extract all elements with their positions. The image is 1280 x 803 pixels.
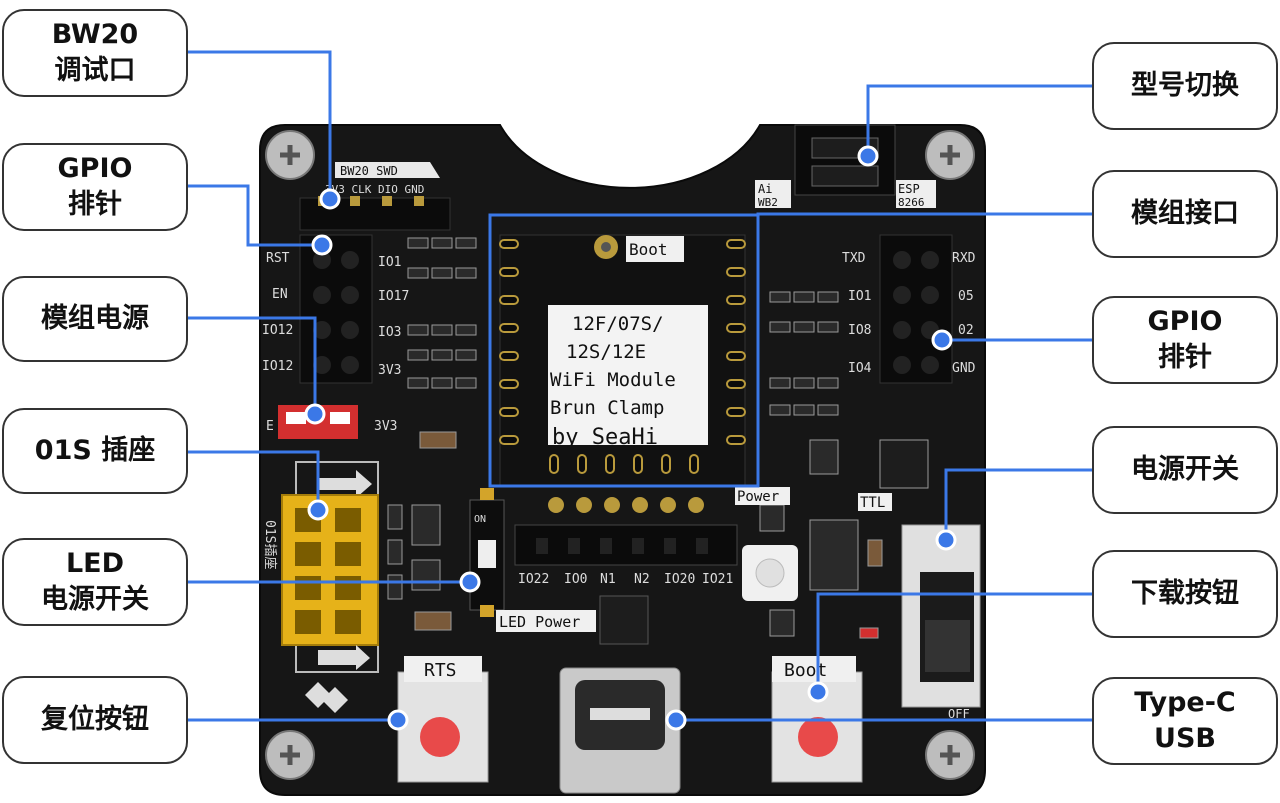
left-label-2: IO12 (262, 323, 293, 338)
callout-power-switch-line1: 电源开关 (1131, 453, 1239, 485)
led-power-label: LED Power (499, 613, 580, 631)
left-inner-label-2: IO3 (378, 325, 401, 340)
socket-01s (281, 461, 379, 673)
power-label: Power (737, 489, 779, 505)
module-text-0: 12F/07S/ (572, 313, 664, 335)
bottom-pin-0: IO22 (518, 572, 549, 587)
callout-gpio-left: GPIO 排针 (2, 143, 188, 231)
callout-power-switch: 电源开关 (1092, 426, 1278, 514)
boot-pad-label: Boot (629, 240, 668, 259)
callout-gpio-right: GPIO 排针 (1092, 296, 1278, 384)
usb-typec-port[interactable] (559, 667, 681, 794)
callout-bw20: BW20 调试口 (2, 9, 188, 97)
gpio-left-header (299, 234, 373, 384)
left-inner-label-1: IO17 (378, 289, 409, 304)
brand-logo-icon (305, 682, 348, 713)
left-label-0: RST (266, 251, 290, 266)
left-inner-label-3: 3V3 (378, 363, 401, 378)
socket-label: 01S插座 (262, 520, 277, 569)
right-inner-label-3: IO4 (848, 361, 872, 376)
jumper-left-label: E (266, 419, 274, 434)
callout-download-button: 下载按钮 (1092, 550, 1278, 638)
callout-typec-line2: USB (1154, 723, 1216, 754)
screw-icon (925, 730, 975, 780)
usb-chip (599, 595, 649, 645)
module-text-1: 12S/12E (566, 341, 646, 363)
callout-gpio-left-line2: 排针 (68, 189, 122, 220)
callout-socket-01s: 01S 插座 (2, 408, 188, 494)
module-text-4: by SeaHi (552, 425, 658, 450)
module-text-3: Brun Clamp (550, 397, 664, 419)
model-switch-jumper[interactable] (794, 124, 896, 196)
left-label-3: IO12 (262, 359, 293, 374)
right-label-3: GND (952, 361, 976, 376)
ttl-label: TTL (860, 495, 885, 511)
left-label-1: EN (272, 287, 288, 302)
callout-module-interface-line1: 模组接口 (1131, 197, 1239, 229)
bottom-pin-5: IO21 (702, 572, 733, 587)
wifi-module-socket (499, 234, 746, 486)
switch-on-label: ON (474, 514, 486, 525)
smd-components-mid (387, 504, 452, 631)
callout-led-power-line2: 电源开关 (41, 584, 149, 615)
bottom-pin-1: IO0 (564, 572, 587, 587)
callout-module-power-line1: 模组电源 (41, 302, 149, 334)
callout-gpio-left-line1: GPIO (57, 152, 133, 184)
swd-tab (335, 162, 440, 178)
screw-icon (265, 730, 315, 780)
screw-icon (925, 130, 975, 180)
bottom-pin-3: N2 (634, 572, 650, 587)
callout-model-switch-line1: 型号切换 (1131, 69, 1239, 101)
callout-dots (304, 145, 957, 731)
module-text-2: WiFi Module (550, 369, 676, 391)
model-esp-label: ESP (898, 182, 920, 196)
power-switch[interactable] (901, 524, 981, 708)
callout-typec-line1: Type-C (1134, 686, 1236, 718)
callout-model-switch: 型号切换 (1092, 42, 1278, 130)
rts-button[interactable] (397, 671, 489, 783)
swd-title: BW20 SWD (340, 164, 398, 178)
boot-button-label: Boot (784, 660, 827, 681)
model-wb-label: WB2 (758, 196, 778, 209)
gpio-bottom-header (514, 497, 738, 566)
model-8266-label: 8266 (898, 196, 925, 209)
callout-led-power: LED 电源开关 (2, 538, 188, 626)
callout-reset-button: 复位按钮 (2, 676, 188, 764)
jumper-right-label: 3V3 (374, 419, 397, 434)
right-label-1: 05 (958, 289, 974, 304)
gpio-right-header (879, 234, 953, 384)
callout-download-button-line1: 下载按钮 (1131, 577, 1239, 609)
callout-module-power: 模组电源 (2, 276, 188, 362)
model-ai-label: Ai (758, 182, 772, 196)
left-inner-label-0: IO1 (378, 255, 401, 270)
callout-lines (188, 50, 1092, 722)
swd-pins: 3V3 CLK DIO GND (325, 183, 424, 196)
rts-label: RTS (424, 660, 457, 681)
bottom-pin-2: N1 (600, 572, 616, 587)
callout-led-power-line1: LED (65, 547, 125, 579)
right-label-0: RXD (952, 251, 976, 266)
smd-components-right (759, 291, 929, 639)
right-inner-label-1: IO1 (848, 289, 871, 304)
callout-typec: Type-C USB (1092, 677, 1278, 765)
callout-bw20-line1: BW20 (51, 18, 139, 50)
callout-reset-button-line1: 复位按钮 (41, 703, 149, 735)
callout-gpio-right-line1: GPIO (1147, 305, 1223, 337)
off-label: OFF (948, 707, 970, 721)
right-label-2: 02 (958, 323, 974, 338)
callout-module-interface: 模组接口 (1092, 170, 1278, 258)
right-inner-label-2: IO8 (848, 323, 871, 338)
callout-socket-01s-line1: 01S 插座 (34, 434, 156, 466)
callout-gpio-right-line2: 排针 (1158, 342, 1212, 373)
callout-bw20-line2: 调试口 (54, 55, 136, 86)
screw-icon (265, 130, 315, 180)
right-inner-label-0: TXD (842, 251, 866, 266)
bottom-pin-4: IO20 (664, 572, 695, 587)
smd-components-left (407, 237, 477, 449)
